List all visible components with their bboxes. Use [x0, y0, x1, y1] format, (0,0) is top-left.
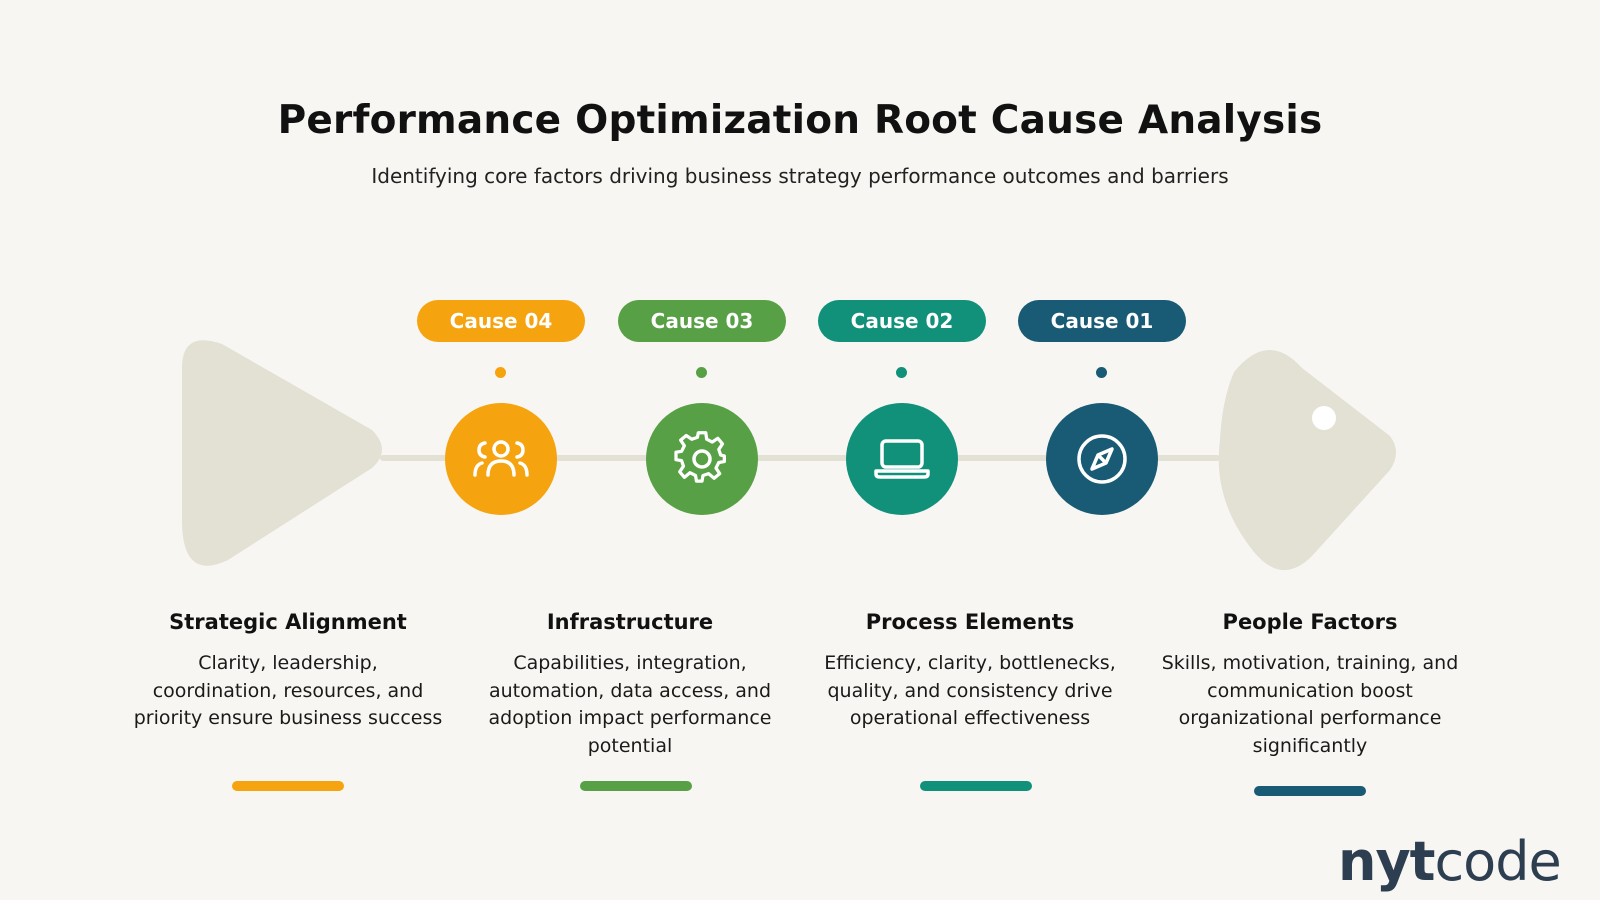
factor-column: Process Elements Efficiency, clarity, bo… [810, 610, 1130, 733]
fish-head [1218, 349, 1396, 571]
cause-dot [896, 367, 907, 378]
factor-heading: Infrastructure [546, 610, 714, 634]
cause-pill-03: Cause 03 [618, 300, 786, 342]
cause-node-03 [646, 403, 758, 515]
fish-tail [182, 340, 382, 566]
cause-node-01 [1046, 403, 1158, 515]
compass-icon [1077, 434, 1127, 484]
cause-node-02 [846, 403, 958, 515]
factor-heading: People Factors [1222, 610, 1398, 634]
factor-heading: Process Elements [865, 610, 1075, 634]
factor-description: Capabilities, integration, automation, d… [488, 652, 772, 757]
brand-light: code [1434, 830, 1561, 893]
accent-bar [232, 781, 344, 791]
cause-pill-01: Cause 01 [1018, 300, 1186, 342]
cause-node-04 [445, 403, 557, 515]
brand-logo: nytcode [1338, 830, 1562, 893]
cause-dot [495, 367, 506, 378]
fish-eye [1312, 406, 1336, 430]
factor-column: Infrastructure Capabilities, integration… [470, 610, 790, 760]
factor-column: Strategic Alignment Clarity, leadership,… [128, 610, 448, 733]
page-subtitle: Identifying core factors driving busines… [371, 164, 1229, 188]
factor-column: People Factors Skills, motivation, train… [1150, 610, 1470, 760]
cause-dot [696, 367, 707, 378]
cause-pill-02: Cause 02 [818, 300, 986, 342]
factor-description: Clarity, leadership, coordination, resou… [133, 652, 443, 729]
factor-description: Efficiency, clarity, bottlenecks, qualit… [824, 652, 1116, 729]
people-icon [473, 440, 529, 477]
accent-bar [920, 781, 1032, 791]
cause-dot [1096, 367, 1107, 378]
laptop-icon [874, 439, 930, 479]
fish-spine [380, 455, 1220, 461]
factor-heading: Strategic Alignment [169, 610, 407, 634]
accent-bar [580, 781, 692, 791]
accent-bar [1254, 786, 1366, 796]
cause-pill-04: Cause 04 [417, 300, 585, 342]
factor-description: Skills, motivation, training, and commun… [1161, 652, 1459, 757]
gear-icon [674, 431, 726, 483]
brand-bold: nyt [1338, 830, 1435, 893]
page-title: Performance Optimization Root Cause Anal… [277, 98, 1323, 143]
